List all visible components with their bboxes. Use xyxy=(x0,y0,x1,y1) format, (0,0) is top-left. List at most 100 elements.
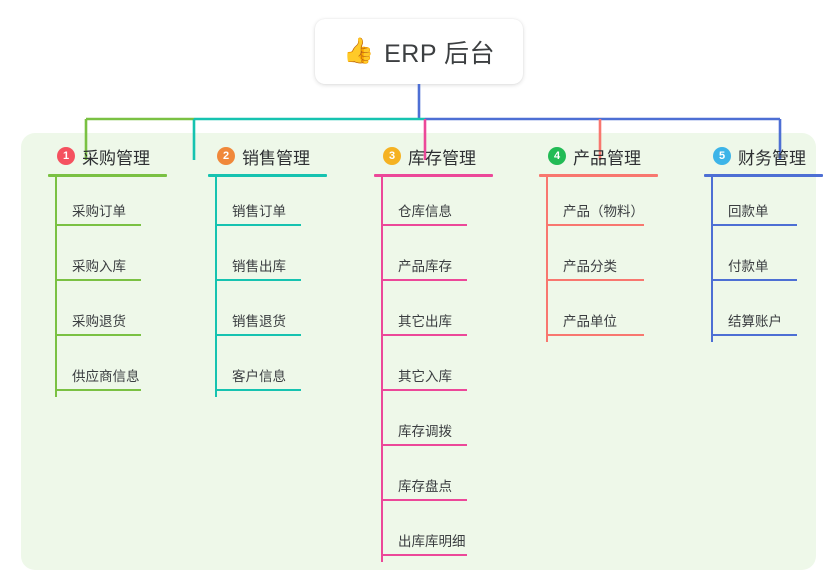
leaf-item-label: 回款单 xyxy=(728,204,769,219)
leaf-item-label: 库存盘点 xyxy=(398,479,452,494)
leaf-item-underline xyxy=(215,334,301,336)
leaf-item[interactable]: 产品分类 xyxy=(531,232,658,287)
column-title: 销售管理 xyxy=(242,148,310,168)
leaf-item-label: 产品（物料） xyxy=(563,204,644,219)
leaf-item[interactable]: 产品单位 xyxy=(531,287,658,342)
leaf-item-underline xyxy=(381,499,467,501)
column-产品管理: 4 产品管理产品（物料） 产品分类产品单位 xyxy=(531,143,658,342)
leaf-item-underline xyxy=(381,279,467,281)
root-node[interactable]: 👍 ERP 后台 xyxy=(315,19,523,84)
branch-spine xyxy=(215,177,217,397)
leaf-item-label: 付款单 xyxy=(728,259,769,274)
leaf-item-underline xyxy=(381,389,467,391)
leaf-item[interactable]: 客户信息 xyxy=(200,342,327,397)
column-underline xyxy=(704,174,823,177)
branch-spine xyxy=(381,177,383,562)
leaf-item[interactable]: 其它入库 xyxy=(366,342,493,397)
leaf-item-underline xyxy=(381,444,467,446)
column-header-2[interactable]: 2 销售管理 xyxy=(200,143,327,169)
leaf-item-underline xyxy=(55,279,141,281)
column-badge-icon: 2 xyxy=(217,147,235,165)
leaf-item[interactable]: 产品库存 xyxy=(366,232,493,287)
branch-spine xyxy=(55,177,57,397)
column-库存管理: 3 库存管理仓库信息产品库存其它出库其它入库库存调拨库存盘点出库库明细 xyxy=(366,143,493,562)
leaf-item-label: 库存调拨 xyxy=(398,424,452,439)
column-underline xyxy=(48,174,167,177)
leaf-list: 销售订单销售出库销售退货客户信息 xyxy=(200,177,327,397)
column-underline xyxy=(374,174,493,177)
column-title: 产品管理 xyxy=(573,148,641,168)
leaf-item-label: 销售订单 xyxy=(232,204,286,219)
leaf-item[interactable]: 付款单 xyxy=(696,232,823,287)
leaf-item-label: 出库库明细 xyxy=(398,534,466,549)
leaf-list: 仓库信息产品库存其它出库其它入库库存调拨库存盘点出库库明细 xyxy=(366,177,493,562)
leaf-item-label: 其它出库 xyxy=(398,314,452,329)
column-销售管理: 2 销售管理销售订单销售出库销售退货客户信息 xyxy=(200,143,327,397)
leaf-item[interactable]: 库存调拨 xyxy=(366,397,493,452)
leaf-list: 回款单付款单结算账户 xyxy=(696,177,823,342)
leaf-item-underline xyxy=(546,334,644,336)
leaf-item-label: 采购入库 xyxy=(72,259,126,274)
root-title: ERP 后台 xyxy=(384,39,496,68)
column-header-5[interactable]: 5 财务管理 xyxy=(696,143,823,169)
column-header-3[interactable]: 3 库存管理 xyxy=(366,143,493,169)
leaf-item-underline xyxy=(381,334,467,336)
leaf-item[interactable]: 采购退货 xyxy=(40,287,167,342)
column-underline xyxy=(539,174,658,177)
leaf-item-underline xyxy=(55,389,141,391)
leaf-list: 产品（物料） 产品分类产品单位 xyxy=(531,177,658,342)
leaf-item[interactable]: 采购入库 xyxy=(40,232,167,287)
leaf-item-label: 采购订单 xyxy=(72,204,126,219)
branch-spine xyxy=(546,177,548,342)
leaf-item-label: 产品库存 xyxy=(398,259,452,274)
column-title: 采购管理 xyxy=(82,148,150,168)
leaf-item-underline xyxy=(215,389,301,391)
leaf-item-underline xyxy=(546,224,644,226)
leaf-item-label: 结算账户 xyxy=(728,314,782,329)
leaf-item[interactable]: 回款单 xyxy=(696,177,823,232)
leaf-item-label: 仓库信息 xyxy=(398,204,452,219)
leaf-item[interactable]: 出库库明细 xyxy=(366,507,493,562)
leaf-item-label: 销售出库 xyxy=(232,259,286,274)
leaf-item-underline xyxy=(711,279,797,281)
leaf-item-underline xyxy=(381,554,467,556)
leaf-item-label: 产品单位 xyxy=(563,314,617,329)
leaf-item-label: 客户信息 xyxy=(232,369,286,384)
column-header-4[interactable]: 4 产品管理 xyxy=(531,143,658,169)
leaf-item-label: 供应商信息 xyxy=(72,369,140,384)
column-财务管理: 5 财务管理回款单付款单结算账户 xyxy=(696,143,823,342)
column-badge-icon: 3 xyxy=(383,147,401,165)
column-title: 库存管理 xyxy=(408,148,476,168)
leaf-item[interactable]: 结算账户 xyxy=(696,287,823,342)
leaf-item-label: 采购退货 xyxy=(72,314,126,329)
content-panel xyxy=(21,133,816,570)
branch-spine xyxy=(711,177,713,342)
leaf-list: 采购订单采购入库采购退货供应商信息 xyxy=(40,177,167,397)
leaf-item-underline xyxy=(711,334,797,336)
leaf-item-underline xyxy=(381,224,467,226)
leaf-item-underline xyxy=(55,334,141,336)
leaf-item[interactable]: 产品（物料） xyxy=(531,177,658,232)
leaf-item-underline xyxy=(215,224,301,226)
column-title: 财务管理 xyxy=(738,148,806,168)
leaf-item-underline xyxy=(215,279,301,281)
leaf-item-label: 其它入库 xyxy=(398,369,452,384)
leaf-item[interactable]: 采购订单 xyxy=(40,177,167,232)
leaf-item[interactable]: 销售退货 xyxy=(200,287,327,342)
column-badge-icon: 5 xyxy=(713,147,731,165)
leaf-item[interactable]: 销售订单 xyxy=(200,177,327,232)
leaf-item-underline xyxy=(546,279,644,281)
leaf-item[interactable]: 其它出库 xyxy=(366,287,493,342)
leaf-item[interactable]: 库存盘点 xyxy=(366,452,493,507)
leaf-item[interactable]: 供应商信息 xyxy=(40,342,167,397)
leaf-item-label: 销售退货 xyxy=(232,314,286,329)
leaf-item[interactable]: 仓库信息 xyxy=(366,177,493,232)
leaf-item[interactable]: 销售出库 xyxy=(200,232,327,287)
column-badge-icon: 4 xyxy=(548,147,566,165)
thumbs-up-icon: 👍 xyxy=(342,37,375,65)
leaf-item-underline xyxy=(711,224,797,226)
column-underline xyxy=(208,174,327,177)
